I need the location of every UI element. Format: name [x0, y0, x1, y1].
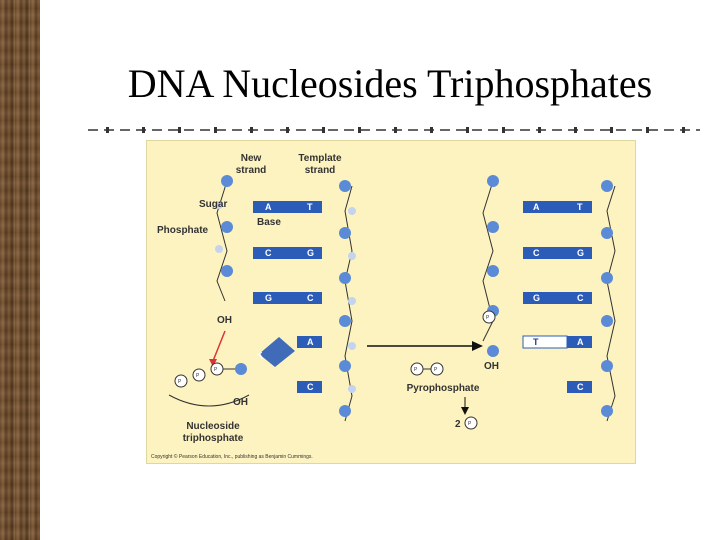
right-p-marker: P: [483, 311, 495, 323]
oh-left-label: OH: [217, 315, 232, 326]
left-incoming-pair: T A: [256, 336, 322, 367]
sugar-label: Sugar: [199, 199, 227, 210]
right-pair-3-new: G: [533, 293, 540, 303]
left-incoming-template: A: [307, 337, 314, 347]
two-pi-label: 2: [455, 419, 461, 430]
new-strand-label-2: strand: [236, 165, 267, 176]
left-pair-2-template: G: [307, 248, 314, 258]
reaction-arrow-head: [472, 341, 483, 351]
phosphate-label: Phosphate: [157, 225, 209, 236]
left-last-template: C: [307, 382, 314, 392]
template-strand-label-1: Template: [298, 153, 342, 164]
wood-border: [0, 0, 40, 540]
right-pair-4-new: T: [533, 337, 539, 347]
left-pair-3: G C: [253, 292, 322, 304]
copyright-text: Copyright © Pearson Education, Inc., pub…: [151, 453, 313, 460]
right-pair-3-template: C: [577, 293, 584, 303]
right-pair-1-template: T: [577, 202, 583, 212]
template-strand-label-2: strand: [305, 165, 336, 176]
nucleoside-label-1: Nucleoside: [186, 421, 240, 432]
base-label: Base: [257, 217, 281, 228]
right-pair-2: C G: [523, 247, 592, 259]
pyrophosphate-label: Pyrophosphate: [407, 383, 480, 394]
right-last-template: C: [577, 382, 584, 392]
right-pair-2-template: G: [577, 248, 584, 258]
oh-right-label: OH: [484, 361, 499, 372]
left-pair-1-template: T: [307, 202, 313, 212]
left-pair-1: A T: [253, 201, 322, 213]
right-last-pair: C: [567, 381, 592, 393]
dna-diagram: New strand Template strand A T: [147, 141, 635, 463]
left-pair-3-template: C: [307, 293, 314, 303]
right-pair-4-template: A: [577, 337, 584, 347]
new-strand-label-1: New: [241, 153, 262, 164]
nucleoside-label-2: triphosphate: [183, 433, 244, 444]
pyrophosphate-group: P P: [411, 363, 443, 375]
right-pair-4: T A: [523, 336, 592, 348]
right-pair-1: A T: [523, 201, 592, 213]
right-pair-2-new: C: [533, 248, 540, 258]
right-pair-3: G C: [523, 292, 592, 304]
pyro-arrow-head: [461, 407, 469, 415]
left-pair-2: C G: [253, 247, 322, 259]
right-pair-1-new: A: [533, 202, 540, 212]
slide-title: DNA Nucleosides Triphosphates: [60, 60, 720, 107]
left-last-pair: C: [297, 381, 322, 393]
title-divider: [88, 124, 708, 136]
left-pair-2-new: C: [265, 248, 272, 258]
dna-figure: New strand Template strand A T: [146, 140, 636, 464]
triphosphate-group: P P P: [175, 363, 247, 387]
left-pair-3-new: G: [265, 293, 272, 303]
left-pair-1-new: A: [265, 202, 272, 212]
bond-arrow: [213, 331, 225, 361]
